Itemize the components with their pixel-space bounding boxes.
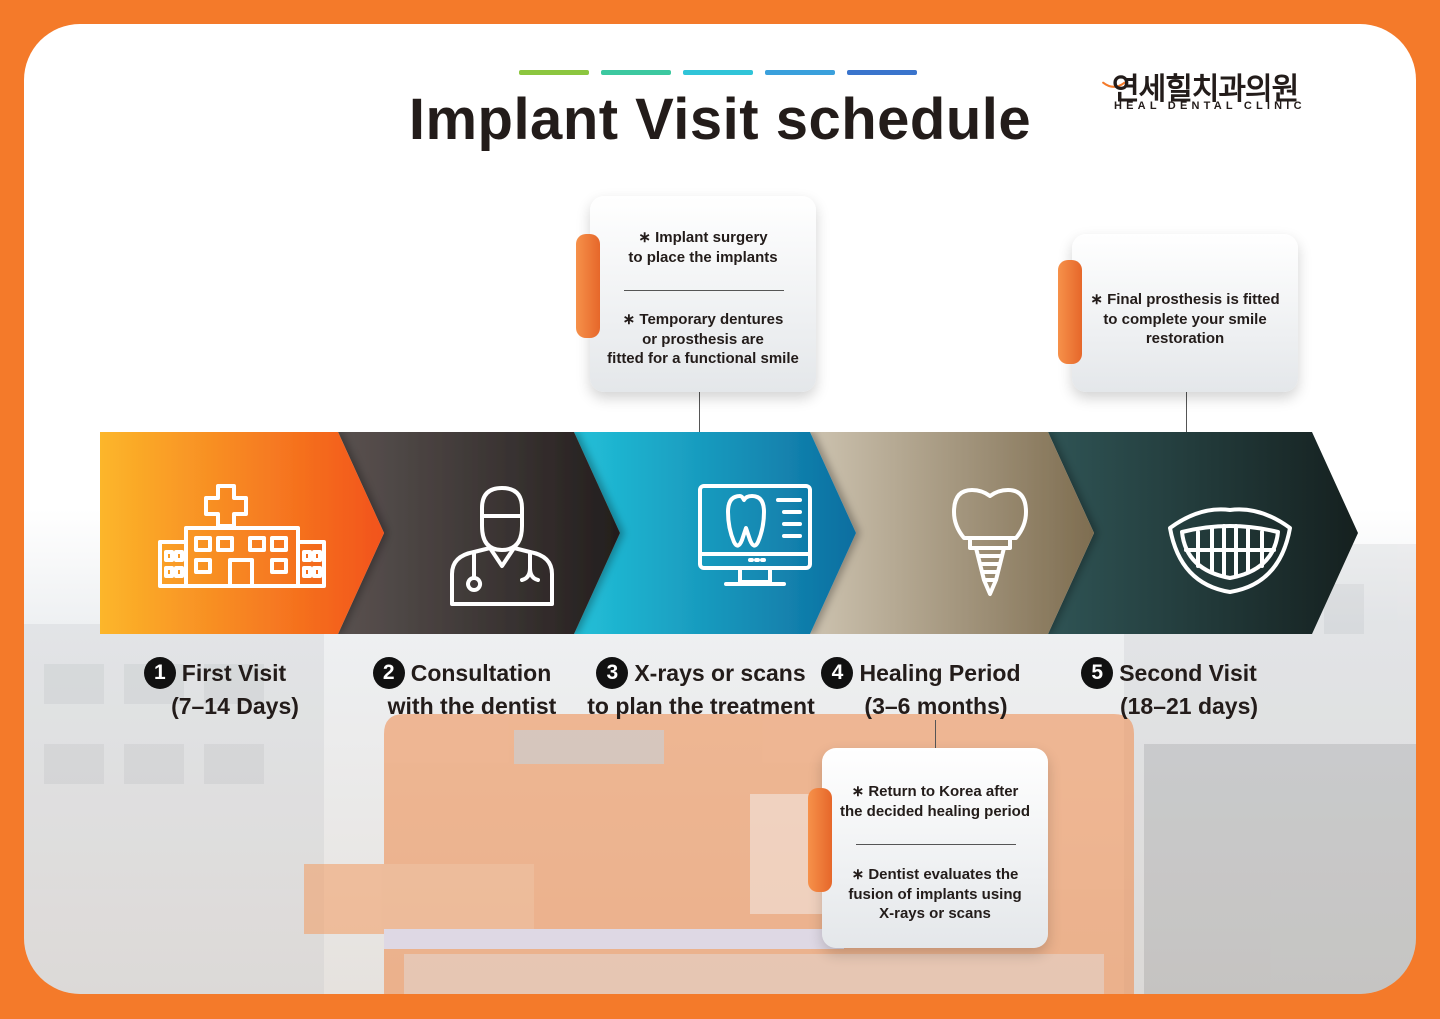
timeline-arrows — [100, 432, 1358, 634]
step-title: First Visit — [181, 660, 287, 686]
step-number-badge: 5 — [1081, 656, 1114, 689]
accent-bar — [601, 70, 671, 75]
note-line: ∗ Implant surgery — [638, 229, 768, 246]
step-subtitle: (18–21 days) — [1119, 692, 1259, 719]
note-final-prosthesis: ∗ Final prosthesis is fitted to complete… — [1058, 234, 1298, 392]
connector-line — [935, 720, 936, 748]
content-card: Implant Visit schedule 연세힐치과의원 HEAL DENT… — [24, 24, 1416, 994]
step-number-badge: 4 — [821, 656, 854, 689]
step-number-badge: 3 — [596, 656, 629, 689]
note-divider — [624, 290, 784, 291]
smile-curve-icon — [1102, 81, 1126, 88]
smile-teeth-icon — [1168, 507, 1292, 594]
step-title: X-rays or scans — [634, 660, 806, 686]
accent-bars — [519, 70, 917, 75]
step-subtitle: (3–6 months) — [864, 692, 1008, 719]
step-subtitle: with the dentist — [387, 692, 557, 719]
note-line: X-rays or scans — [879, 905, 991, 922]
arrow-step-1 — [100, 432, 384, 634]
arrow-step-4 — [810, 432, 1094, 634]
logo-korean: 연세힐치과의원 — [1112, 73, 1299, 106]
note-line: ∗ Return to Korea after — [851, 783, 1019, 800]
accent-bar — [765, 70, 835, 75]
hospital-icon — [158, 484, 326, 588]
note-line: ∗ Dentist evaluates the — [851, 866, 1019, 883]
step-number-badge: 1 — [143, 656, 176, 689]
note-healing: ∗ Return to Korea after the decided heal… — [808, 748, 1048, 948]
accent-bar — [519, 70, 589, 75]
arrow-step-2 — [338, 432, 620, 634]
implant-icon — [952, 488, 1028, 596]
step-title: Second Visit — [1119, 660, 1257, 686]
note-line: restoration — [1145, 330, 1225, 347]
note-line: ∗ Temporary dentures — [622, 311, 784, 328]
note-tab — [1058, 260, 1082, 364]
step-title: Consultation — [410, 660, 552, 686]
step-number-badge: 2 — [372, 656, 405, 689]
doctor-icon — [450, 486, 554, 606]
page-title: Implant Visit schedule — [408, 87, 1032, 152]
note-surgery: ∗ Implant surgery to place the implants … — [576, 196, 816, 392]
note-line: fusion of implants using — [848, 885, 1022, 903]
logo-english: HEAL DENTAL CLINIC — [1114, 100, 1306, 112]
connector-line — [1186, 392, 1187, 432]
note-tab — [576, 234, 600, 338]
note-line: ∗ Final prosthesis is fitted — [1090, 291, 1280, 308]
note-line: fitted for a functional smile — [607, 350, 799, 367]
arrow-step-5 — [1048, 432, 1358, 634]
step-title: Healing Period — [859, 660, 1021, 686]
connector-line — [699, 392, 700, 432]
note-line: or prosthesis are — [642, 330, 764, 348]
note-line: to complete your smile — [1103, 310, 1267, 328]
note-divider — [856, 844, 1016, 845]
step-subtitle: to plan the treatment — [587, 692, 815, 719]
note-line: to place the implants — [628, 248, 778, 266]
note-line: the decided healing period — [839, 802, 1031, 820]
accent-bar — [683, 70, 753, 75]
step-subtitle: (7–14 Days) — [171, 692, 299, 719]
monitor-tooth-icon — [698, 484, 812, 586]
note-tab — [808, 788, 832, 892]
accent-bar — [847, 70, 917, 75]
